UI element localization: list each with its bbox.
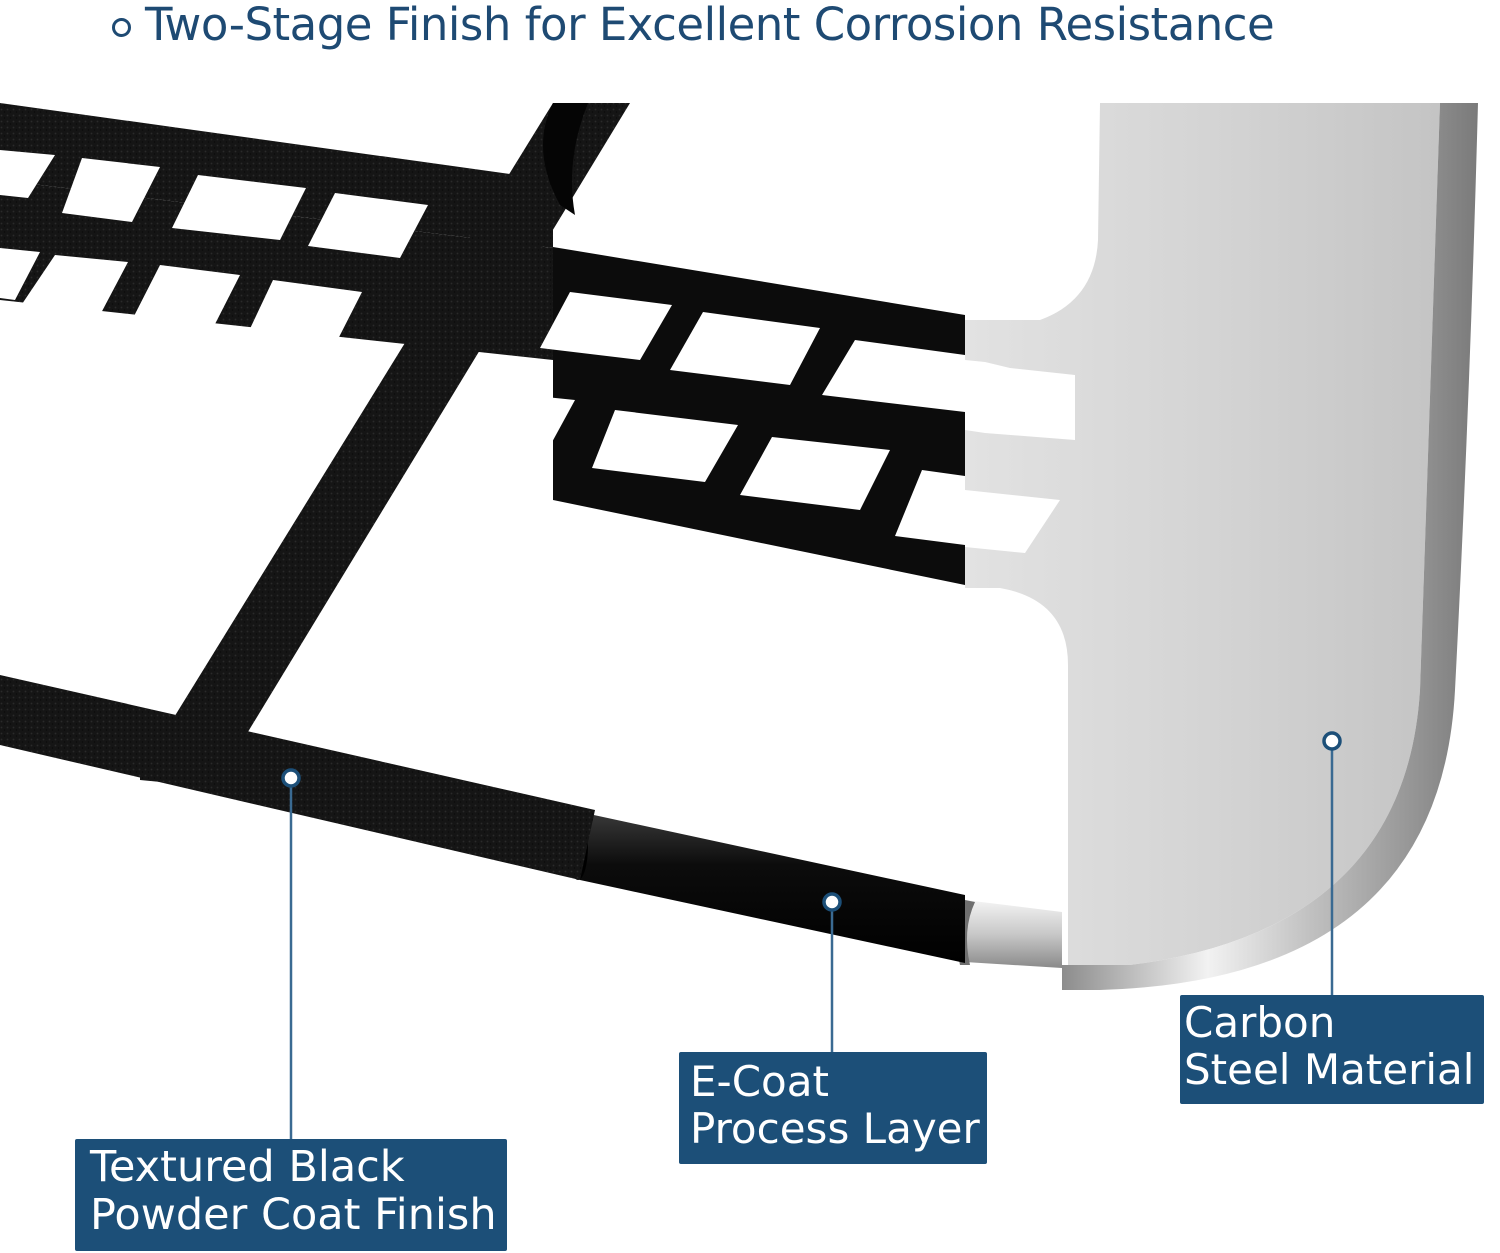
powder-coat-label: Textured Black Powder Coat Finish xyxy=(75,1139,507,1251)
carbon-steel-label-line-1: Carbon xyxy=(1184,998,1336,1047)
heading-text: Two-Stage Finish for Excellent Corrosion… xyxy=(145,0,1275,51)
powder-coat-frame xyxy=(0,103,630,880)
carbon-steel-label: Carbon Steel Material xyxy=(1180,995,1484,1104)
page-heading: Two-Stage Finish for Excellent Corrosion… xyxy=(112,0,1275,54)
ecoat-label: E-Coat Process Layer xyxy=(679,1052,987,1164)
powder-coat-label-line-1: Textured Black xyxy=(90,1142,405,1192)
powder-coat-label-line-2: Powder Coat Finish xyxy=(90,1190,497,1241)
ecoat-label-line-1: E-Coat xyxy=(690,1057,829,1106)
carbon-steel-label-line-2: Steel Material xyxy=(1184,1045,1475,1095)
ecoat-label-line-2: Process Layer xyxy=(690,1104,980,1154)
hollow-circle-bullet-icon xyxy=(112,17,131,37)
carbon-steel-layer xyxy=(956,103,1478,990)
mesh-slots xyxy=(0,150,1075,553)
